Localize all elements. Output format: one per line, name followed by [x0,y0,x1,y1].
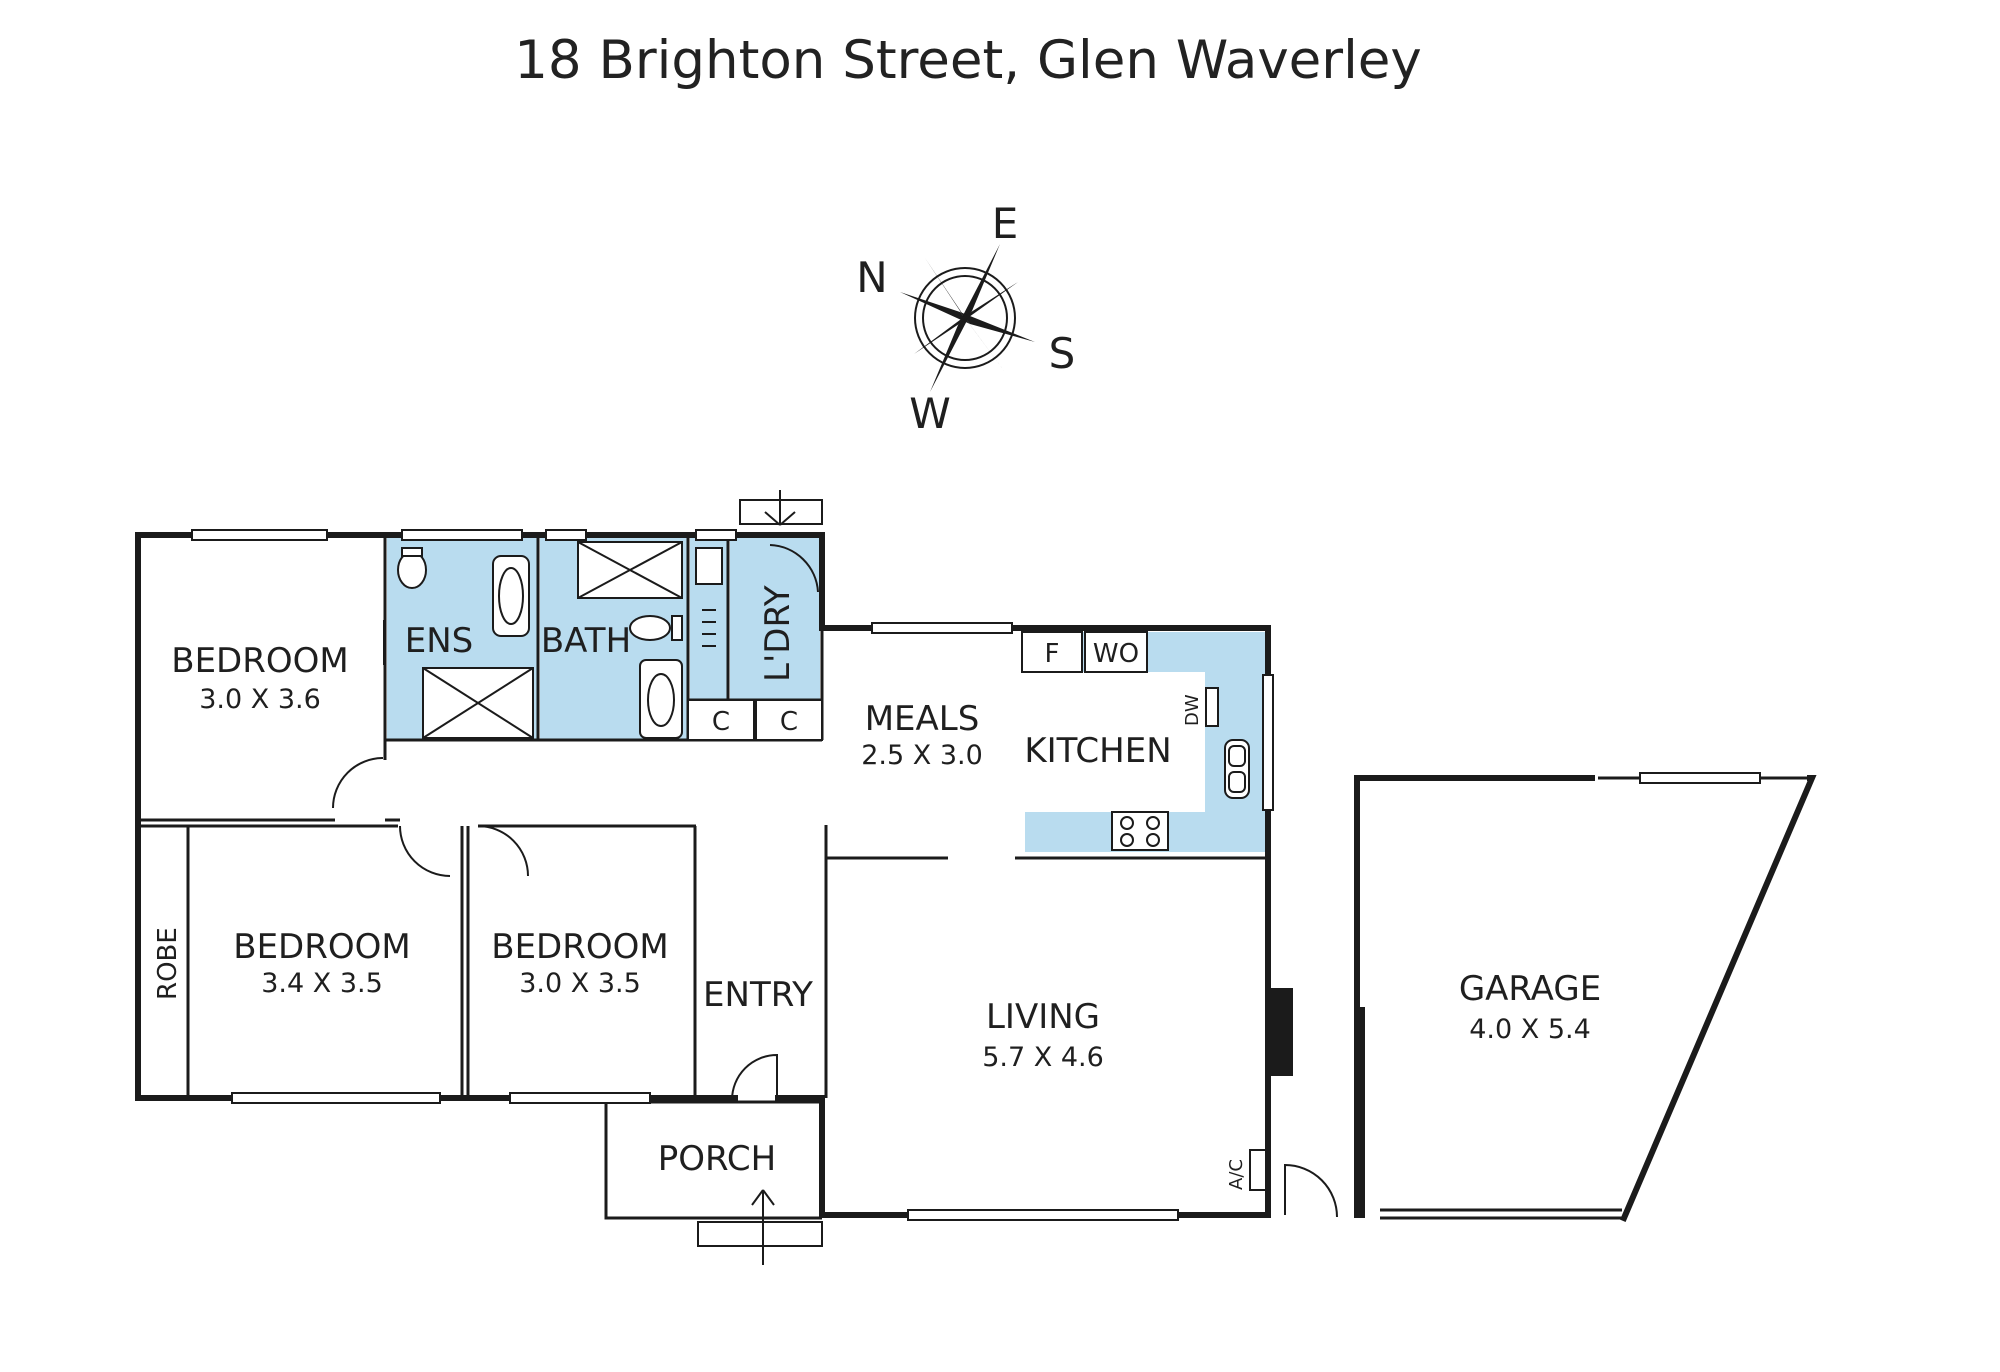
compass-east-label: E [992,199,1019,248]
meals-dims: 2.5 X 3.0 [861,740,983,771]
air-con-icon [1249,1149,1267,1191]
garage-dims: 4.0 X 5.4 [1469,1014,1591,1045]
kitchen-label: KITCHEN [1024,731,1171,771]
entry-label: ENTRY [703,975,813,1015]
bedroom-1-dims: 3.0 X 3.6 [199,684,321,715]
fridge-label: F [1045,639,1060,669]
bedroom-3-dims: 3.0 X 3.5 [519,968,641,999]
wall-oven-label: WO [1093,639,1139,669]
laundry-label: L'DRY [758,585,798,682]
cupboard-1 [687,699,755,741]
compass-north-label: N [856,253,887,302]
ensuite-toilet-icon [397,551,427,589]
robe-label: ROBE [153,927,183,1000]
compass-south-label: S [1049,329,1076,378]
garage-walls [1354,772,1817,1222]
laundry-tub-icon [695,547,723,585]
dishwasher-label: DW [1182,694,1203,726]
bath-toilet-icon [629,615,671,641]
windows [191,499,1274,1247]
bedroom-3-label: BEDROOM [491,927,668,967]
cupboard-2-label: C [780,707,798,737]
air-con-label: A/C [1226,1159,1247,1190]
fridge-space [1021,631,1083,673]
bedroom-2-label: BEDROOM [233,927,410,967]
living-label: LIVING [986,997,1100,1037]
cupboard-2 [755,699,823,741]
porch-label: PORCH [658,1139,777,1179]
bath-label: BATH [541,621,631,661]
ensuite-label: ENS [405,621,474,661]
wall-oven [1084,631,1148,673]
bedroom-1-label: BEDROOM [171,641,348,681]
bedroom-2-dims: 3.4 X 3.5 [261,968,383,999]
compass-west-label: W [909,389,951,438]
dishwasher-icon [1205,687,1219,727]
garage-label: GARAGE [1459,969,1601,1009]
cooktop-icon [1111,811,1169,851]
doors [332,490,1338,1265]
laundry-floor [730,535,820,702]
bathroom-fixtures [397,541,723,739]
compass-rose-icon [900,244,1035,392]
meals-label: MEALS [865,699,980,739]
heater-icon [1265,988,1293,1076]
plan-title: 18 Brighton Street, Glen Waverley [514,30,1422,91]
cupboard-1-label: C [712,707,730,737]
living-dims: 5.7 X 4.6 [982,1042,1104,1073]
